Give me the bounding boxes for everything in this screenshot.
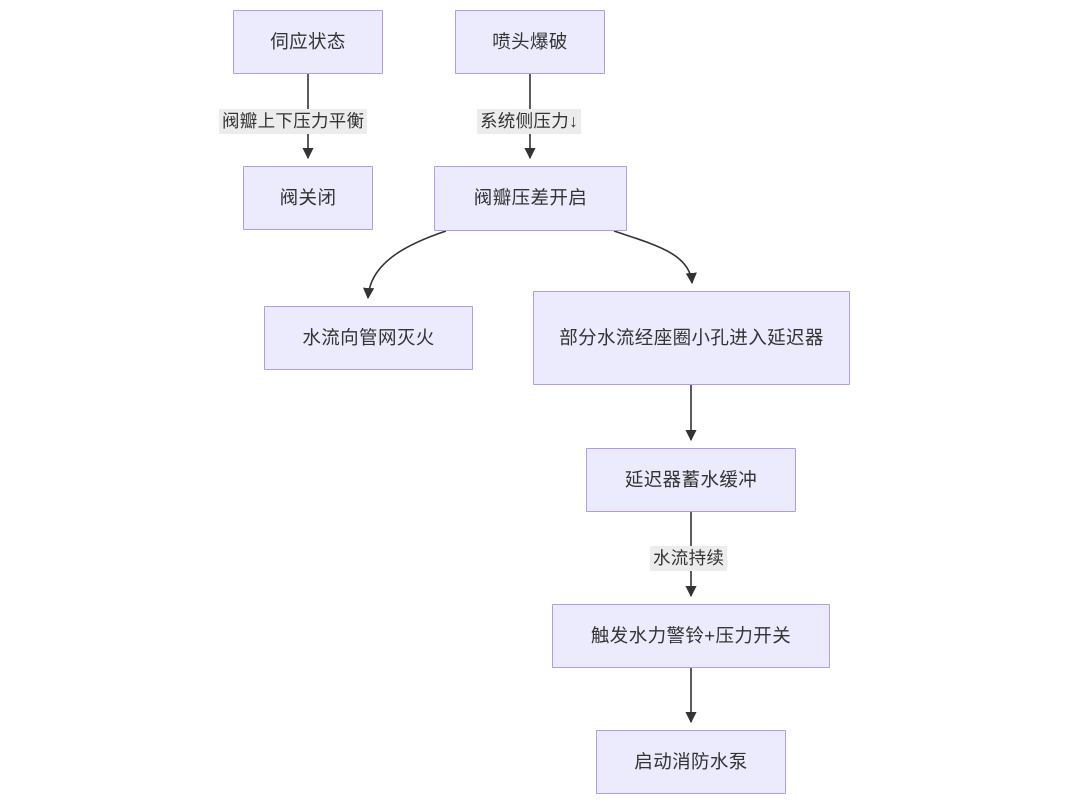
node-label: 部分水流经座圈小孔进入延迟器 bbox=[559, 326, 824, 348]
node-clapper-differential-open[interactable]: 阀瓣压差开启 bbox=[434, 166, 627, 231]
node-water-to-pipe-network[interactable]: 水流向管网灭火 bbox=[264, 306, 473, 370]
node-servo-state[interactable]: 伺应状态 bbox=[233, 10, 383, 74]
edge-n4-n5 bbox=[363, 230, 447, 300]
node-label: 启动消防水泵 bbox=[634, 750, 748, 772]
node-label: 水流向管网灭火 bbox=[302, 326, 435, 348]
node-retard-chamber-buffer[interactable]: 延迟器蓄水缓冲 bbox=[586, 448, 796, 512]
node-label: 延迟器蓄水缓冲 bbox=[624, 468, 758, 490]
node-sprinkler-burst[interactable]: 喷头爆破 bbox=[455, 10, 605, 74]
node-label: 阀瓣压差开启 bbox=[473, 187, 588, 209]
node-trigger-alarm-bell-pressure-switch[interactable]: 触发水力警铃+压力开关 bbox=[552, 604, 830, 668]
node-label: 触发水力警铃+压力开关 bbox=[590, 624, 792, 646]
node-partial-flow-to-retard-chamber[interactable]: 部分水流经座圈小孔进入延迟器 bbox=[533, 291, 850, 385]
node-valve-closed[interactable]: 阀关闭 bbox=[243, 166, 373, 230]
edge-n4-n6 bbox=[613, 230, 697, 285]
node-label: 阀关闭 bbox=[279, 186, 337, 208]
node-label: 伺应状态 bbox=[270, 30, 346, 52]
edge-label-clapper-pressure-balance: 阀瓣上下压力平衡 bbox=[219, 109, 368, 134]
node-start-fire-pump[interactable]: 启动消防水泵 bbox=[596, 730, 786, 794]
edge-label-system-side-pressure-drop: 系统侧压力↓ bbox=[477, 109, 582, 134]
edge-label-water-flow-sustained: 水流持续 bbox=[650, 546, 728, 571]
node-label: 喷头爆破 bbox=[492, 30, 568, 52]
